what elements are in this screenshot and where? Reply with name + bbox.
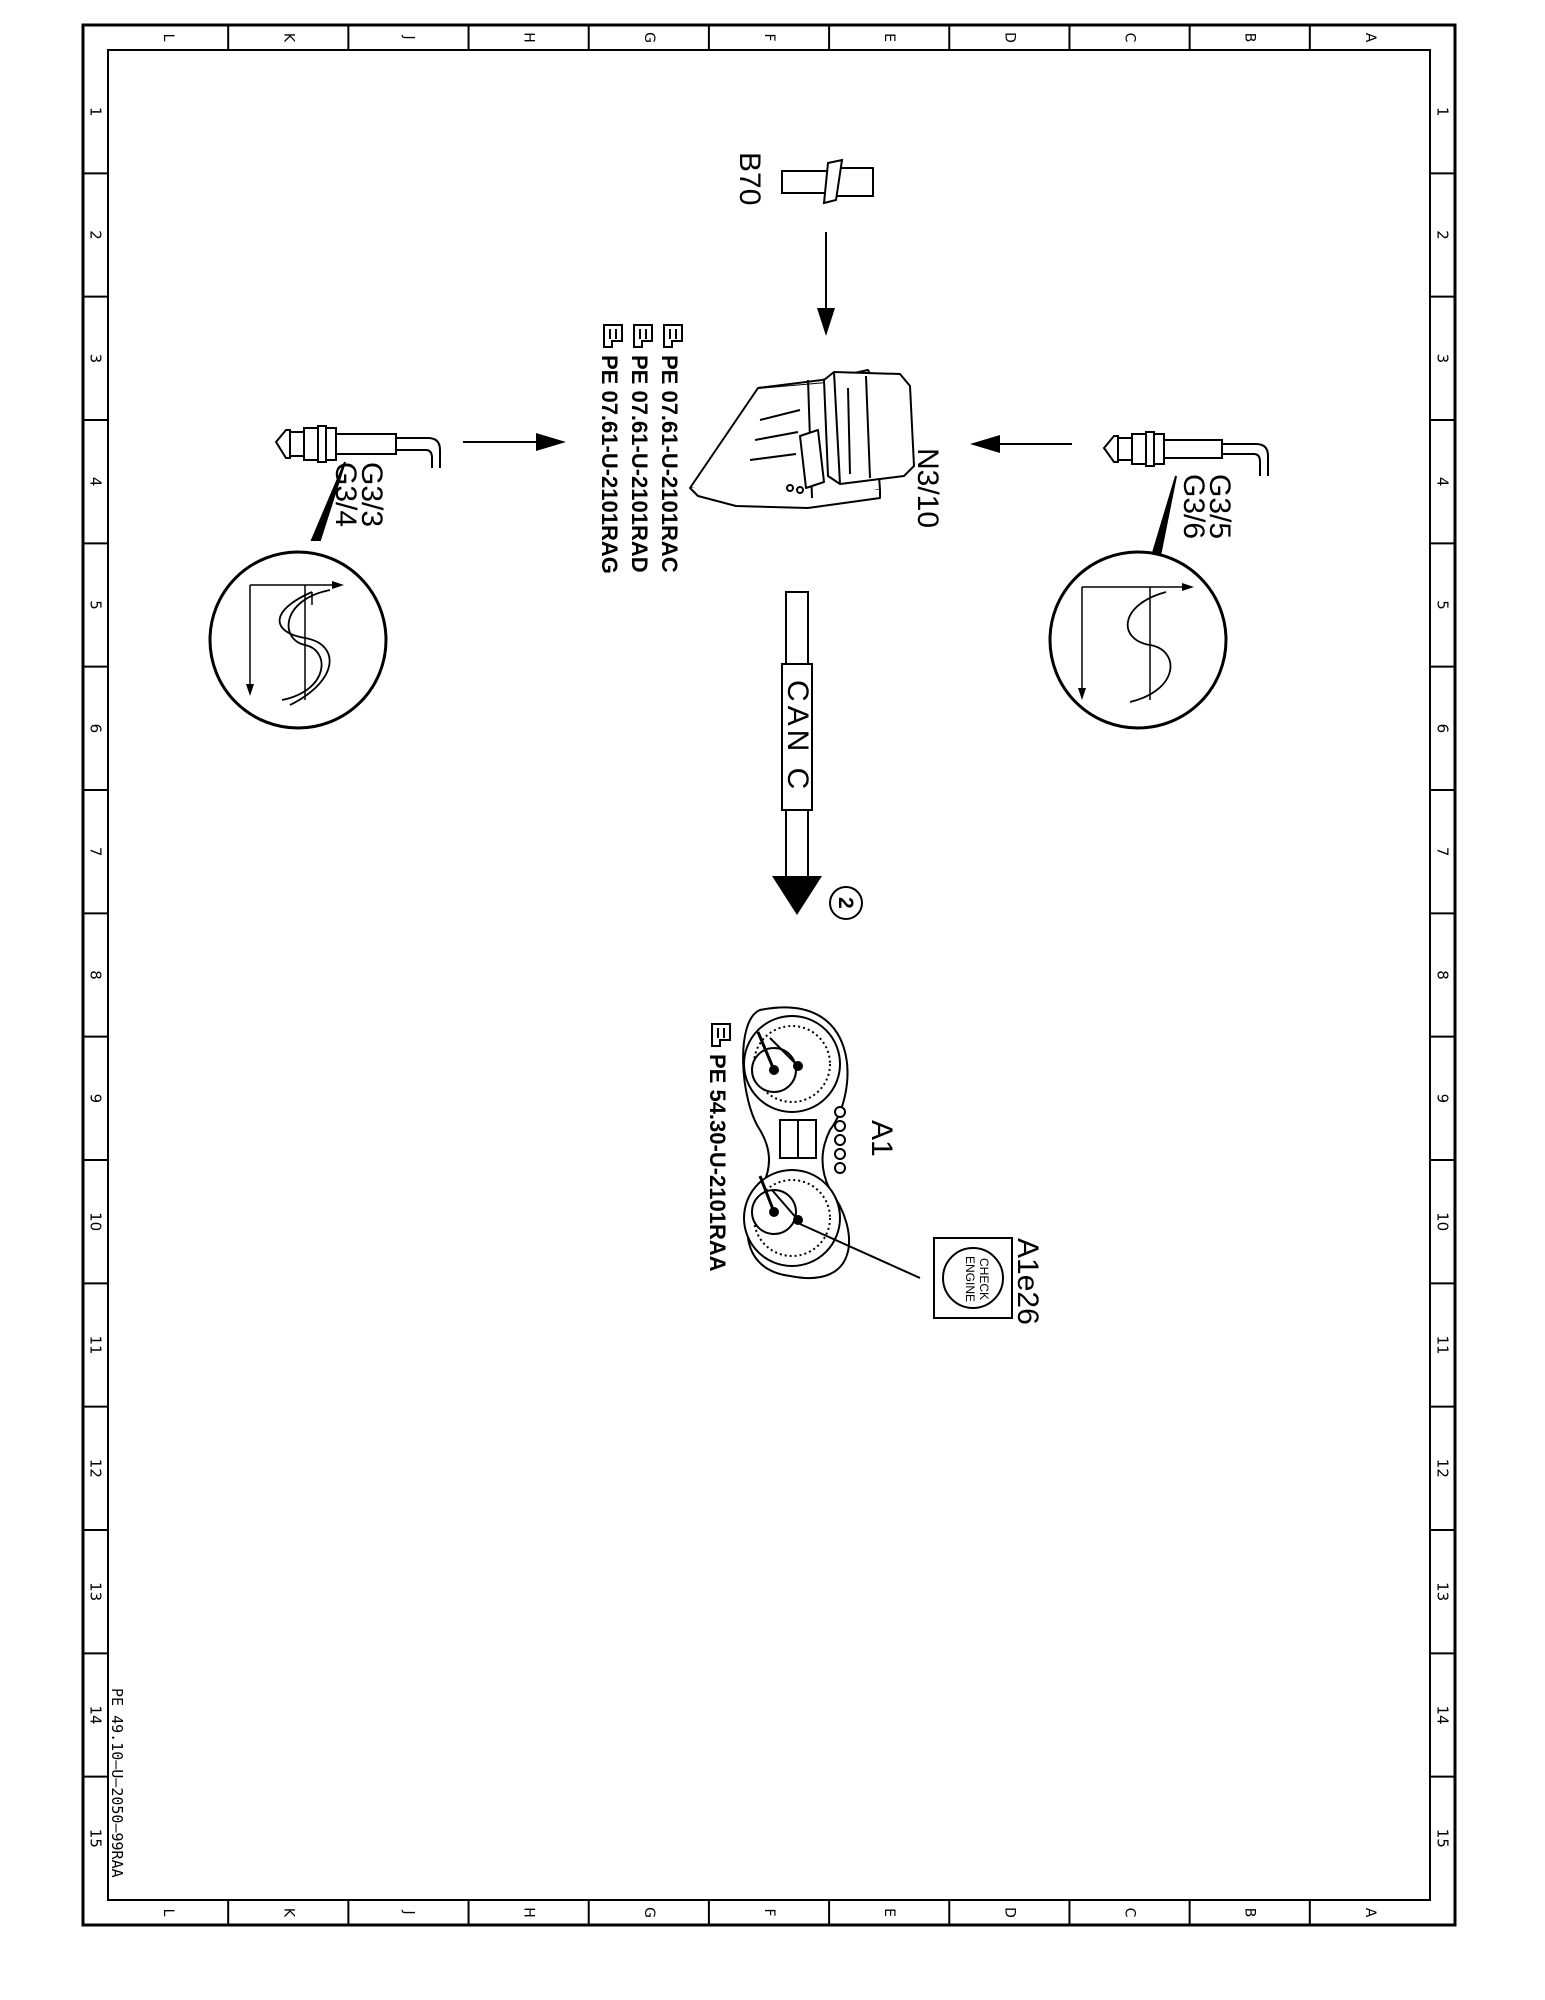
signal-scope-left	[208, 550, 388, 730]
footer-document-id: PE 49.10–U–2050–99RAA	[108, 1688, 126, 1878]
grid-number-right: 4	[1434, 477, 1452, 487]
reference-hand-icon	[663, 324, 683, 348]
grid-letter-bottom: H	[521, 1907, 537, 1918]
grid-number-left: 2	[87, 230, 105, 240]
grid-number-left: 10	[87, 1212, 105, 1231]
grid-ticks	[83, 25, 1455, 1925]
leader-right-scope	[1150, 475, 1177, 557]
o2-sensor-right	[1102, 431, 1269, 476]
leader-left-scope	[310, 461, 346, 541]
grid-letter-bottom: K	[280, 1908, 296, 1918]
grid-number-right: 10	[1434, 1212, 1452, 1231]
a1-ref: PE 54.30-U-2101RAA	[705, 1054, 730, 1272]
grid-number-right: 14	[1434, 1705, 1452, 1724]
inner-frame	[107, 49, 1431, 1901]
grid-number-left: 11	[87, 1335, 105, 1354]
grid-letter-bottom: B	[1242, 1908, 1258, 1918]
can-c-label: CAN C	[781, 680, 814, 793]
a1-reference: PE 54.30-U-2101RAA	[705, 1023, 731, 1272]
grid-number-left: 4	[87, 477, 105, 487]
n3-10-label: N3/10	[911, 448, 944, 528]
o2-sensor-left	[274, 425, 441, 468]
grid-letter-top: F	[761, 33, 777, 41]
leader-a1e26	[799, 1223, 921, 1279]
grid-number-right: 11	[1434, 1335, 1452, 1354]
grid-letter-bottom: J	[400, 1909, 416, 1914]
grid-number-left: 12	[87, 1459, 105, 1478]
check-engine-text-2: ENGINE	[963, 1256, 977, 1302]
g3-3-label: G3/3	[355, 462, 388, 527]
a1e26-label: A1e26	[1011, 1238, 1044, 1325]
outer-frame	[81, 23, 1457, 1927]
check-engine-text-1: CHECK	[977, 1258, 991, 1300]
reference-hand-icon	[603, 324, 623, 348]
grid-number-right: 1	[1434, 107, 1452, 117]
arrow-b70-to-n3-10	[817, 232, 835, 336]
grid-number-left: 9	[87, 1094, 105, 1104]
grid-letter-bottom: C	[1122, 1908, 1138, 1918]
a1-label: A1	[865, 1120, 898, 1157]
grid-letter-top: D	[1001, 32, 1017, 43]
grid-letter-top: J	[400, 34, 416, 39]
b70-label: B70	[733, 152, 766, 205]
grid-letter-top: B	[1242, 33, 1258, 43]
n3-10-references: PE 07.61-U-2101RAC PE 07.61-U-2101RAD PE…	[597, 324, 683, 574]
grid-letter-bottom: G	[641, 1907, 657, 1918]
grid-number-right: 7	[1434, 847, 1452, 857]
grid-number-left: 6	[87, 724, 105, 734]
grid-letter-top: E	[881, 33, 897, 42]
reference-hand-icon	[633, 324, 653, 348]
can-c-bus[interactable]	[772, 591, 822, 915]
grid-number-left: 3	[87, 354, 105, 364]
grid-letter-top: H	[521, 32, 537, 43]
grid-number-right: 13	[1434, 1582, 1452, 1601]
grid-letter-bottom: E	[881, 1908, 897, 1917]
n3-10-ref-2: PE 07.61-U-2101RAD	[627, 355, 652, 573]
n3-10-ref-3: PE 07.61-U-2101RAG	[597, 355, 622, 574]
arrow-right-sensor-to-n3-10	[970, 435, 1072, 453]
grid-number-left: 8	[87, 970, 105, 980]
grid-letter-top: G	[641, 32, 657, 43]
n3-10-ref-1: PE 07.61-U-2101RAC	[657, 355, 682, 573]
can-c-circle-marker: 2	[829, 886, 863, 920]
grid-number-right: 2	[1434, 230, 1452, 240]
grid-letter-bottom: D	[1001, 1907, 1017, 1918]
n3-10-control-unit	[689, 369, 915, 509]
grid-number-right: 3	[1434, 354, 1452, 364]
grid-number-right: 6	[1434, 724, 1452, 734]
grid-letter-top: L	[160, 34, 176, 42]
grid-number-left: 14	[87, 1705, 105, 1724]
grid-number-right: 8	[1434, 970, 1452, 980]
signal-scope-right	[1048, 550, 1228, 730]
arrow-left-sensor-to-n3-10	[463, 433, 566, 451]
grid-number-left: 13	[87, 1582, 105, 1601]
g3-5-label: G3/5	[1203, 474, 1236, 539]
a1-instrument-cluster	[742, 1006, 850, 1279]
g3-6-label: G3/6	[1177, 474, 1210, 539]
grid-letter-top: K	[280, 33, 296, 43]
grid-letter-top: C	[1122, 33, 1138, 43]
a1e26-check-engine-lamp[interactable]: CHECK ENGINE	[933, 1237, 1013, 1319]
grid-number-left: 7	[87, 847, 105, 857]
grid-letter-top: A	[1362, 33, 1378, 43]
svg-text:2: 2	[834, 897, 857, 909]
grid-number-left: 5	[87, 600, 105, 610]
grid-number-left: 15	[87, 1829, 105, 1848]
b70-sensor	[781, 158, 874, 205]
grid-letter-bottom: L	[160, 1909, 176, 1917]
grid-number-right: 9	[1434, 1094, 1452, 1104]
grid-number-right: 15	[1434, 1829, 1452, 1848]
grid-number-left: 1	[87, 107, 105, 117]
reference-hand-icon	[711, 1023, 731, 1047]
grid-letter-bottom: F	[761, 1908, 777, 1916]
grid-letter-bottom: A	[1362, 1908, 1378, 1918]
grid-number-right: 12	[1434, 1459, 1452, 1478]
grid-number-right: 5	[1434, 600, 1452, 610]
